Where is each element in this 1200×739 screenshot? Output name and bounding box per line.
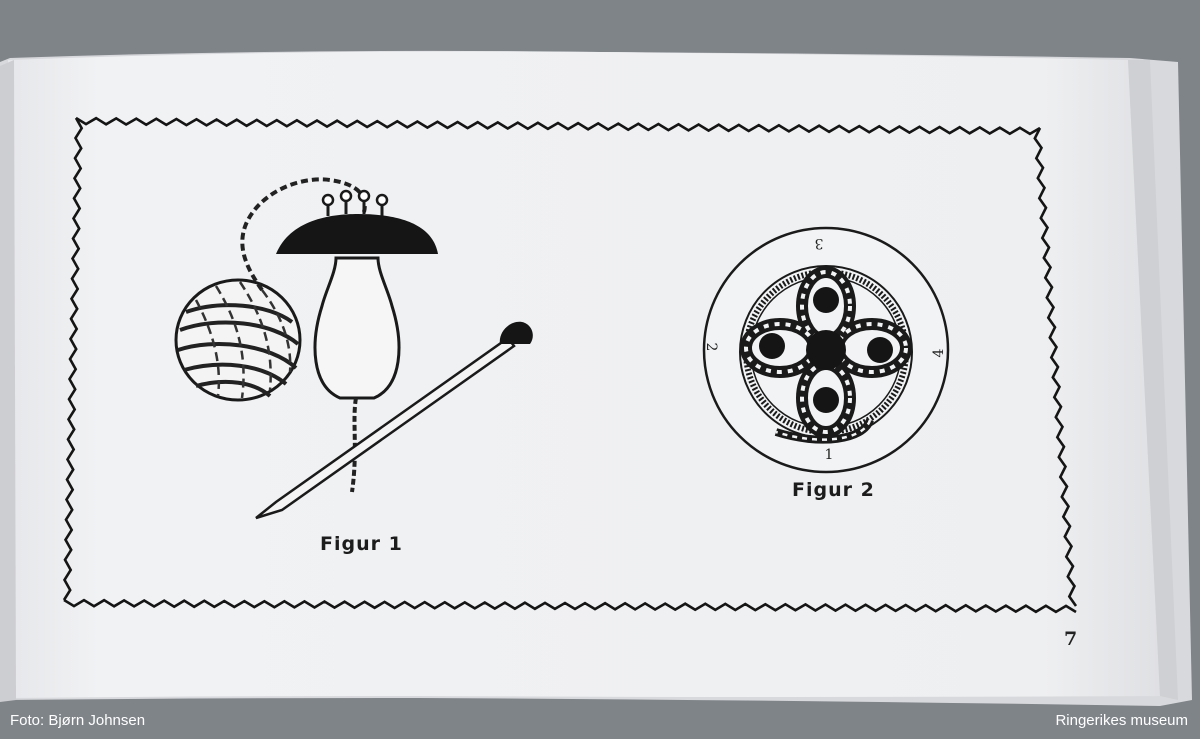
booklet-page bbox=[0, 50, 1192, 707]
museum-credit: Ringerikes museum bbox=[1055, 712, 1188, 729]
dial-number-1: 1 bbox=[824, 447, 834, 463]
dial-center bbox=[806, 330, 846, 370]
dial-number-2: 2 bbox=[703, 342, 719, 352]
knitting-spool-icon bbox=[276, 189, 438, 493]
knitting-needle-icon bbox=[255, 321, 533, 520]
figure-1-caption: Figur 1 bbox=[320, 533, 403, 555]
yarn-ball-icon bbox=[174, 278, 302, 402]
page-number: 7 bbox=[1064, 628, 1078, 650]
figure-1-illustration bbox=[174, 177, 533, 520]
photographer-credit: Foto: Bjørn Johnsen bbox=[10, 712, 146, 729]
dial-number-4: 4 bbox=[931, 348, 947, 358]
figure-2-illustration bbox=[702, 226, 950, 474]
zigzag-border bbox=[62, 116, 1078, 614]
yarn-strand bbox=[240, 177, 367, 292]
figure-2-caption: Figur 2 bbox=[792, 479, 875, 501]
dial-number-3: 3 bbox=[814, 235, 824, 251]
dial-pegs bbox=[759, 287, 893, 413]
